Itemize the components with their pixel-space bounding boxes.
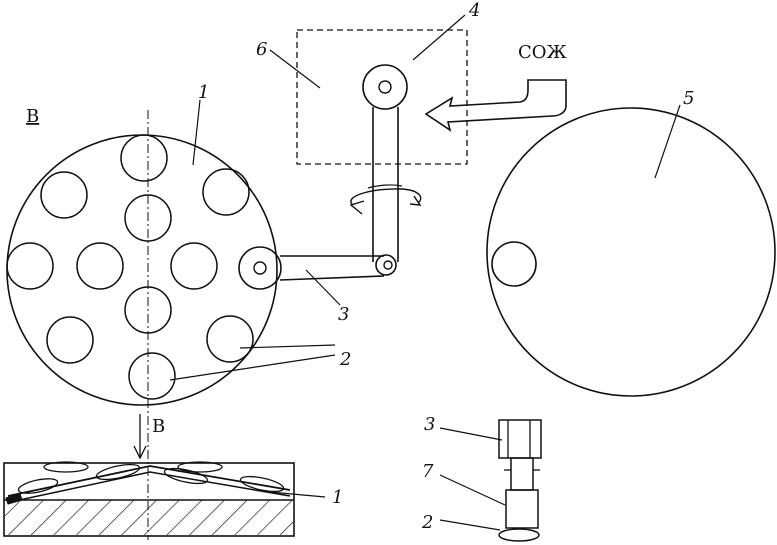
label-detail-arm: 3 [424,414,435,435]
label-detail-clamp: 7 [422,461,434,482]
labels: 1 2 3 4 5 6 В В СОЖ 1 3 7 2 [26,0,694,533]
disk-holder [6,110,278,540]
lap-workpiece [491,241,537,287]
leader-lines [169,14,681,531]
coolant-arrow [424,79,567,132]
label-view-mark: В [26,106,39,127]
section-view [3,414,295,537]
workpiece-pockets [6,134,254,400]
label-housing: 6 [256,39,267,60]
label-workpiece: 2 [339,349,351,370]
label-coolant: СОЖ [518,42,568,63]
lap-disk [486,107,776,397]
detail-view [498,419,542,542]
label-spindle: 4 [468,0,480,21]
label-detail-workpiece: 2 [421,512,433,533]
housing [296,29,468,165]
label-section-workpiece: 1 [332,487,343,508]
drive-arm [238,29,468,290]
spindle [362,64,408,110]
label-disk-holder: 1 [198,82,209,103]
label-lap-disk: 5 [683,88,694,109]
label-view-arrow: В [152,416,165,437]
label-arm: 3 [338,304,349,325]
